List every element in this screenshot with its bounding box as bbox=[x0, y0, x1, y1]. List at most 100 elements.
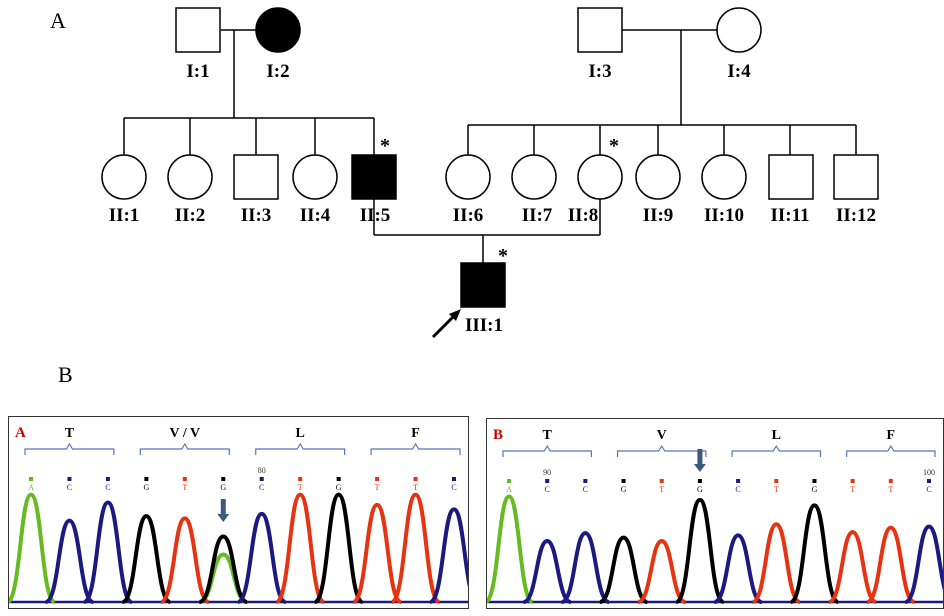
base-call-marker bbox=[545, 479, 550, 483]
individual-I3-male bbox=[577, 7, 623, 53]
codon-label: V / V bbox=[170, 426, 201, 441]
base-call-letter: T bbox=[413, 483, 418, 492]
base-call-letter: G bbox=[143, 483, 149, 492]
peak-G bbox=[598, 535, 649, 604]
peak-C bbox=[236, 511, 287, 604]
individual-II3-male bbox=[233, 154, 279, 200]
base-call-marker bbox=[336, 477, 341, 481]
individual-II1-female bbox=[101, 154, 147, 200]
base-call-marker bbox=[144, 477, 149, 481]
figure-panel-a-label: A bbox=[50, 8, 66, 33]
codon-label: V bbox=[657, 428, 667, 443]
label-II4: II:4 bbox=[300, 205, 331, 226]
mutation-arrow-icon bbox=[693, 449, 706, 472]
individual-I4-female bbox=[716, 7, 762, 53]
codon-label: L bbox=[296, 426, 305, 441]
base-call-letter: G bbox=[697, 485, 703, 494]
individual-II10-female bbox=[701, 154, 747, 200]
base-call-letter: A bbox=[28, 483, 34, 492]
base-call-letter: C bbox=[259, 483, 264, 492]
peak-T bbox=[159, 516, 210, 604]
individual-II2-female bbox=[167, 154, 213, 200]
base-call-marker bbox=[888, 479, 893, 483]
tested-marker-II5: * bbox=[380, 135, 390, 157]
peak-A bbox=[487, 494, 534, 604]
base-call-letter: C bbox=[451, 483, 456, 492]
base-call-marker bbox=[736, 479, 741, 483]
peak-C bbox=[522, 538, 572, 604]
pedigree-lines bbox=[123, 29, 857, 263]
tested-marker-III1: * bbox=[498, 245, 508, 267]
individual-I2-female-affected bbox=[255, 7, 301, 53]
individual-II12-male bbox=[833, 154, 879, 200]
base-call-letter: C bbox=[735, 485, 740, 494]
peak-C bbox=[713, 533, 763, 604]
base-call-marker bbox=[67, 477, 72, 481]
codon-bracket bbox=[24, 442, 115, 455]
codon-label: T bbox=[543, 428, 553, 443]
peak-G bbox=[313, 492, 364, 604]
label-I4: I:4 bbox=[727, 61, 751, 82]
peak-T bbox=[866, 525, 916, 604]
base-call-marker bbox=[182, 477, 187, 481]
peak-C bbox=[560, 531, 610, 604]
peak-C bbox=[44, 518, 95, 604]
codon-bracket bbox=[502, 444, 592, 457]
label-II7: II:7 bbox=[522, 205, 553, 226]
codon-label: F bbox=[887, 428, 896, 443]
peak-C bbox=[83, 500, 133, 604]
individual-II6-female bbox=[445, 154, 491, 200]
codon-label: L bbox=[772, 428, 781, 443]
peak-A bbox=[9, 492, 56, 604]
base-call-marker bbox=[697, 479, 702, 483]
pedigree-diagram: I:1 I:2 I:3 I:4 * * II:1 II:2 II:3 II:4 … bbox=[101, 7, 879, 339]
label-II10: II:10 bbox=[704, 205, 744, 226]
base-call-marker bbox=[812, 479, 817, 483]
peak-T bbox=[352, 502, 402, 604]
base-call-letter: T bbox=[888, 485, 893, 494]
individual-I1-male bbox=[175, 7, 221, 53]
tested-marker-II8: * bbox=[609, 135, 619, 157]
base-call-marker bbox=[452, 477, 456, 481]
label-II9: II:9 bbox=[643, 205, 674, 226]
base-call-marker bbox=[298, 477, 303, 481]
peak-G bbox=[121, 514, 172, 604]
base-call-letter: C bbox=[105, 483, 110, 492]
label-II11: II:11 bbox=[770, 205, 809, 226]
peak-C bbox=[429, 507, 468, 604]
base-call-marker bbox=[375, 477, 380, 481]
label-II12: II:12 bbox=[836, 205, 876, 226]
base-call-marker bbox=[221, 477, 226, 481]
base-call-marker bbox=[29, 477, 33, 481]
codon-label: T bbox=[65, 426, 75, 441]
codon-bracket bbox=[139, 442, 230, 455]
base-call-marker bbox=[774, 479, 779, 483]
codon-bracket bbox=[846, 444, 936, 457]
chromatogram-label: A bbox=[15, 425, 26, 441]
chromatogram-label: B bbox=[493, 427, 503, 443]
codon-bracket bbox=[616, 444, 707, 457]
base-call-letter: T bbox=[298, 483, 303, 492]
mutation-arrow-icon bbox=[217, 499, 230, 522]
proband-arrow-icon bbox=[431, 309, 461, 339]
label-I1: I:1 bbox=[186, 61, 209, 82]
codon-label: F bbox=[411, 426, 420, 441]
codon-bracket bbox=[370, 442, 461, 455]
peak-T bbox=[637, 538, 687, 604]
base-call-marker bbox=[413, 477, 418, 481]
peak-T bbox=[275, 492, 326, 604]
base-call-marker bbox=[927, 479, 931, 483]
base-call-letter: C bbox=[583, 485, 588, 494]
label-II3: II:3 bbox=[241, 205, 272, 226]
peak-G bbox=[675, 497, 725, 604]
base-call-letter: G bbox=[812, 485, 818, 494]
base-call-marker bbox=[659, 479, 664, 483]
base-call-marker bbox=[259, 477, 264, 481]
base-call-letter: C bbox=[926, 485, 931, 494]
base-call-letter: T bbox=[182, 483, 187, 492]
position-number: 80 bbox=[258, 466, 266, 475]
